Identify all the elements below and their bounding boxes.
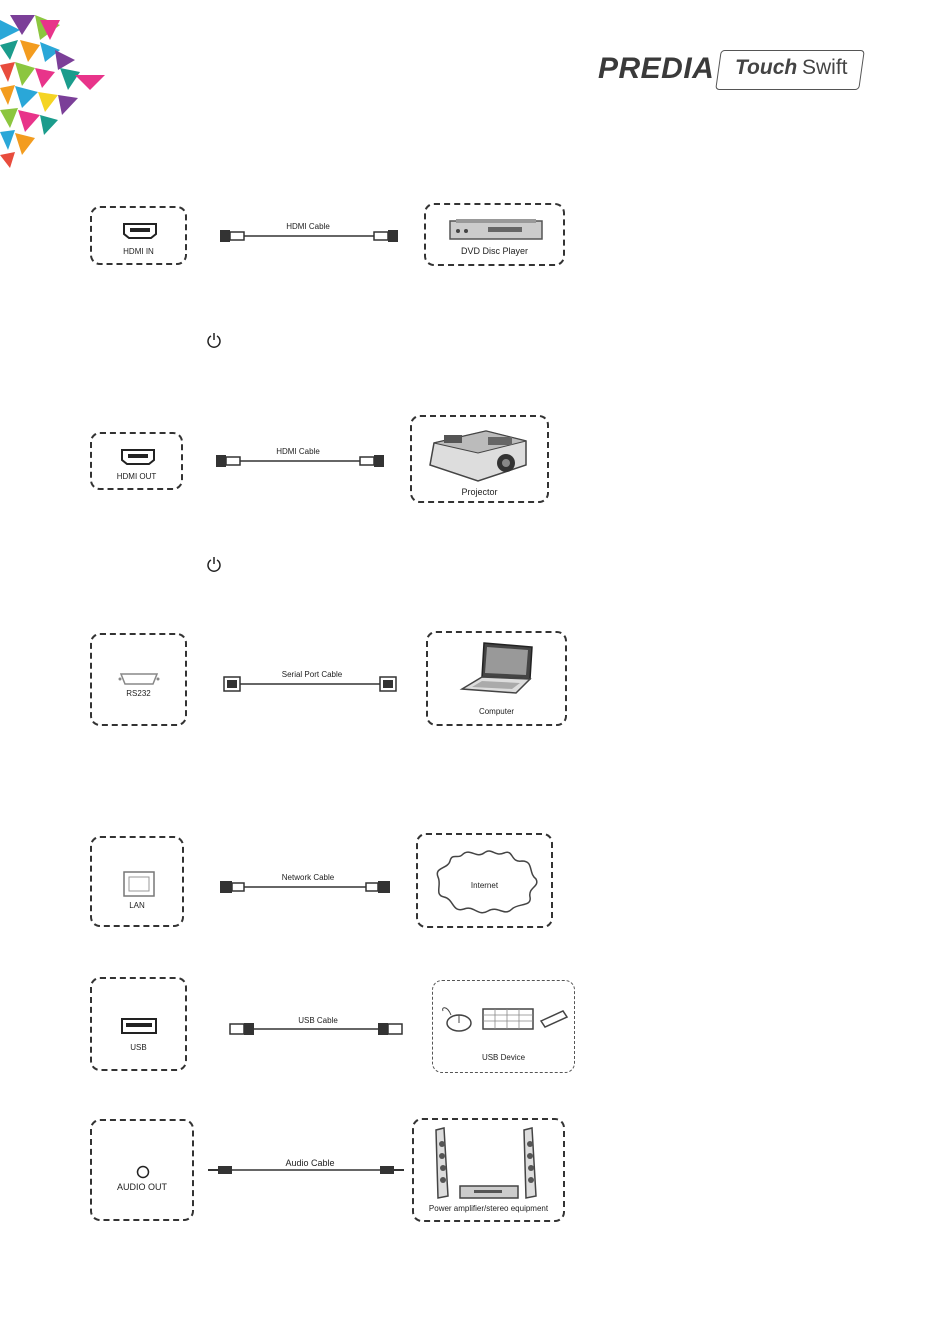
cable-label: USB Cable: [278, 1016, 358, 1025]
dvd-player-icon: [448, 217, 544, 243]
projector-icon: [426, 425, 532, 487]
port-label: LAN: [92, 901, 182, 910]
device-box: Power amplifier/stereo equipment: [412, 1118, 565, 1222]
product-name-light: Swift: [802, 56, 848, 80]
brand-logo: PREDIA Touch Swift: [598, 50, 863, 90]
cable-label: HDMI Cable: [268, 222, 348, 231]
cable-label: HDMI Cable: [258, 447, 338, 456]
port-box: RS232: [90, 633, 187, 726]
usb-port-icon: [120, 1017, 158, 1035]
cable-label: Serial Port Cable: [270, 670, 354, 679]
port-box: LAN: [90, 836, 184, 927]
brand-name: PREDIA: [598, 52, 714, 86]
power-icon: [206, 556, 222, 572]
serial-port-icon: [118, 671, 160, 687]
product-name-bold: Touch: [735, 56, 797, 80]
device-label: Projector: [412, 487, 547, 497]
port-label: USB: [92, 1043, 185, 1052]
cable-label: Network Cable: [266, 873, 350, 882]
device-label: Internet: [418, 881, 551, 890]
device-box: USB Device: [432, 980, 575, 1073]
device-box: Internet: [416, 833, 553, 928]
device-label: Power amplifier/stereo equipment: [414, 1204, 563, 1213]
audio-jack-icon: [136, 1165, 150, 1179]
port-box: HDMI IN: [90, 206, 187, 265]
laptop-icon: [458, 641, 538, 697]
device-label: USB Device: [433, 1053, 574, 1062]
usb-devices-icon: [439, 1001, 569, 1037]
hdmi-port-icon: [120, 448, 156, 466]
port-box: AUDIO OUT: [90, 1119, 194, 1221]
port-label: HDMI IN: [92, 247, 185, 256]
device-box: Projector: [410, 415, 549, 503]
ethernet-port-icon: [122, 870, 156, 898]
device-label: DVD Disc Player: [426, 246, 563, 256]
hdmi-port-icon: [122, 222, 158, 240]
triangle-mosaic-decoration: [0, 0, 110, 170]
port-box: USB: [90, 977, 187, 1071]
port-label: HDMI OUT: [92, 472, 181, 481]
speakers-amplifier-icon: [430, 1126, 550, 1202]
port-label: RS232: [92, 689, 185, 698]
device-box: Computer: [426, 631, 567, 726]
cable-label: Audio Cable: [270, 1158, 350, 1168]
port-label: AUDIO OUT: [92, 1182, 192, 1192]
power-icon: [206, 332, 222, 348]
device-label: Computer: [428, 707, 565, 716]
port-box: HDMI OUT: [90, 432, 183, 490]
device-box: DVD Disc Player: [424, 203, 565, 266]
